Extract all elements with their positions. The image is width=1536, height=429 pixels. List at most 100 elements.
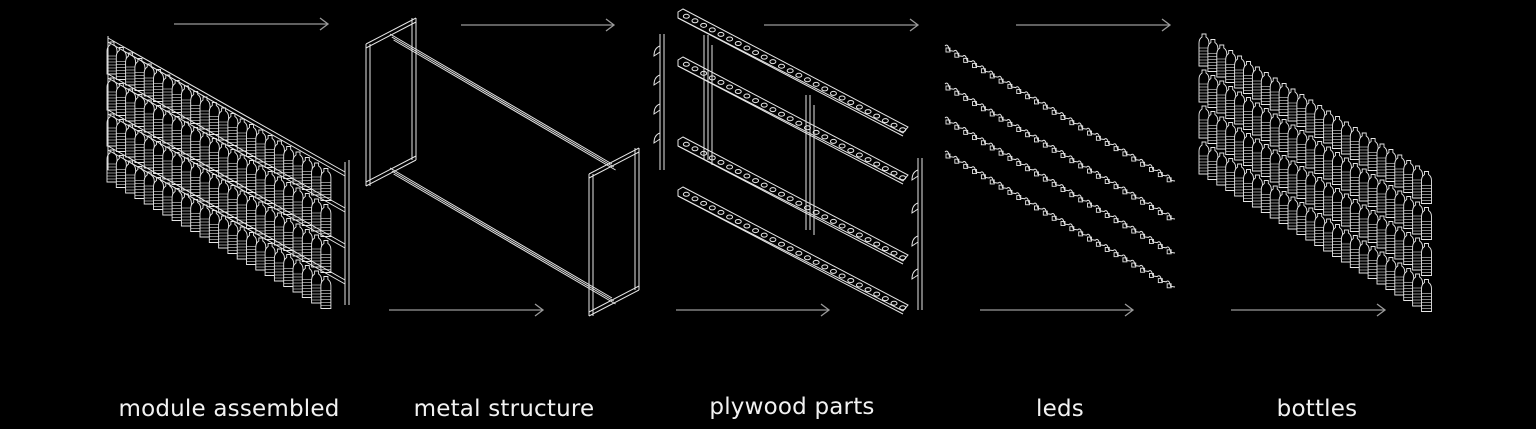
bottle-outline bbox=[273, 140, 285, 174]
shelf-hole bbox=[795, 72, 803, 78]
module-bottle bbox=[292, 259, 304, 293]
led-diode bbox=[1113, 146, 1119, 152]
bracket-clip bbox=[911, 169, 919, 181]
led-diode bbox=[1069, 192, 1075, 198]
bottle-outline bbox=[143, 99, 155, 133]
shelf-hole bbox=[803, 255, 811, 261]
bottle-outline bbox=[115, 155, 127, 188]
shelf-edge bbox=[677, 195, 904, 315]
led-diode bbox=[1157, 210, 1163, 216]
module-bottle bbox=[180, 193, 192, 227]
bottle bbox=[1314, 141, 1326, 174]
module-bottle bbox=[125, 52, 137, 86]
module-bottle bbox=[255, 201, 267, 235]
bottle bbox=[1225, 86, 1237, 119]
module-bottle bbox=[218, 107, 230, 141]
shelf-hole bbox=[691, 18, 699, 24]
bottle bbox=[1385, 185, 1397, 218]
shelf-hole bbox=[769, 107, 777, 113]
bottle-outline bbox=[227, 221, 239, 254]
module-bottle bbox=[208, 174, 220, 207]
shelf-hole bbox=[821, 264, 829, 270]
led-diode bbox=[1157, 278, 1163, 284]
shelf-hole bbox=[864, 157, 872, 163]
led-diode bbox=[1113, 184, 1119, 190]
led-diode bbox=[1016, 161, 1022, 166]
shelf-hole bbox=[769, 59, 777, 65]
shelf-hole bbox=[847, 148, 855, 153]
bottle-outline bbox=[134, 58, 146, 91]
shelf-hole bbox=[899, 175, 907, 181]
bottle bbox=[1412, 273, 1424, 307]
bottle-outline bbox=[190, 127, 202, 160]
shelf-hole bbox=[847, 228, 855, 233]
flow-arrows bbox=[174, 17, 1387, 317]
led-diode bbox=[1140, 199, 1146, 205]
led-diode bbox=[945, 153, 951, 159]
module-bottle bbox=[134, 166, 146, 199]
bottle-outline bbox=[227, 149, 239, 182]
shelf-hole bbox=[769, 187, 777, 193]
bottle-outline bbox=[208, 210, 220, 243]
led-diode bbox=[980, 174, 986, 180]
module-bottle bbox=[115, 155, 127, 188]
module-bottle bbox=[190, 91, 202, 124]
shelf-hole bbox=[881, 296, 889, 302]
led-diode bbox=[1051, 109, 1057, 115]
shelf-hole bbox=[700, 200, 708, 206]
bottle-outline bbox=[143, 171, 155, 205]
module-bottle bbox=[227, 221, 239, 254]
led-diode bbox=[1140, 267, 1146, 273]
arrow-head bbox=[319, 17, 330, 31]
shelf-hole bbox=[821, 134, 829, 140]
bottle-outline bbox=[199, 204, 211, 238]
bottle bbox=[1358, 168, 1370, 202]
bottle-outline bbox=[320, 276, 332, 309]
module-bottle bbox=[208, 102, 220, 135]
bottle bbox=[1251, 102, 1263, 136]
led-diode bbox=[1095, 241, 1101, 247]
module-bottle bbox=[143, 63, 155, 97]
module-bottle bbox=[199, 168, 211, 202]
shelf-hole bbox=[734, 219, 742, 224]
module-bottle bbox=[162, 74, 174, 108]
right-frame bbox=[588, 147, 640, 317]
bottle bbox=[1412, 237, 1424, 271]
bottom-long-rail bbox=[389, 167, 613, 299]
bottle-outline bbox=[134, 130, 146, 163]
led-diode bbox=[1131, 228, 1137, 234]
bottle-outline bbox=[273, 248, 285, 282]
shelf-hole bbox=[873, 291, 881, 297]
bottle-outline bbox=[255, 237, 267, 271]
shelf-hole bbox=[752, 50, 760, 56]
module-bottle bbox=[115, 83, 127, 116]
bottle bbox=[1225, 158, 1237, 191]
shelf-hole bbox=[812, 259, 820, 265]
shelf-hole bbox=[855, 104, 863, 110]
bottom-rail bbox=[588, 285, 640, 313]
led-diode bbox=[1131, 194, 1137, 200]
bracket-clip bbox=[653, 103, 661, 115]
bottle-outline bbox=[190, 163, 202, 196]
bottle-outline bbox=[180, 157, 192, 191]
shelf-hole bbox=[829, 138, 837, 144]
module-bottle bbox=[246, 160, 257, 193]
bottle bbox=[1198, 33, 1210, 67]
led-diode bbox=[1104, 141, 1110, 146]
led-diode bbox=[1042, 210, 1048, 216]
module-bottle bbox=[208, 138, 220, 171]
module-bottle bbox=[143, 171, 155, 205]
bottle-outline bbox=[301, 265, 313, 298]
led-diode bbox=[1131, 262, 1137, 268]
bottle bbox=[1305, 99, 1317, 133]
shelf-hole bbox=[786, 68, 794, 74]
led-diode bbox=[1078, 163, 1084, 169]
bottle-outline bbox=[125, 160, 137, 194]
bottle bbox=[1349, 235, 1361, 268]
top-rail bbox=[588, 151, 640, 179]
bottle bbox=[1234, 91, 1246, 125]
bottle-outline bbox=[208, 102, 220, 135]
shelf-hole bbox=[752, 228, 760, 234]
led-diode bbox=[1113, 252, 1119, 258]
shelf-hole bbox=[734, 169, 742, 174]
